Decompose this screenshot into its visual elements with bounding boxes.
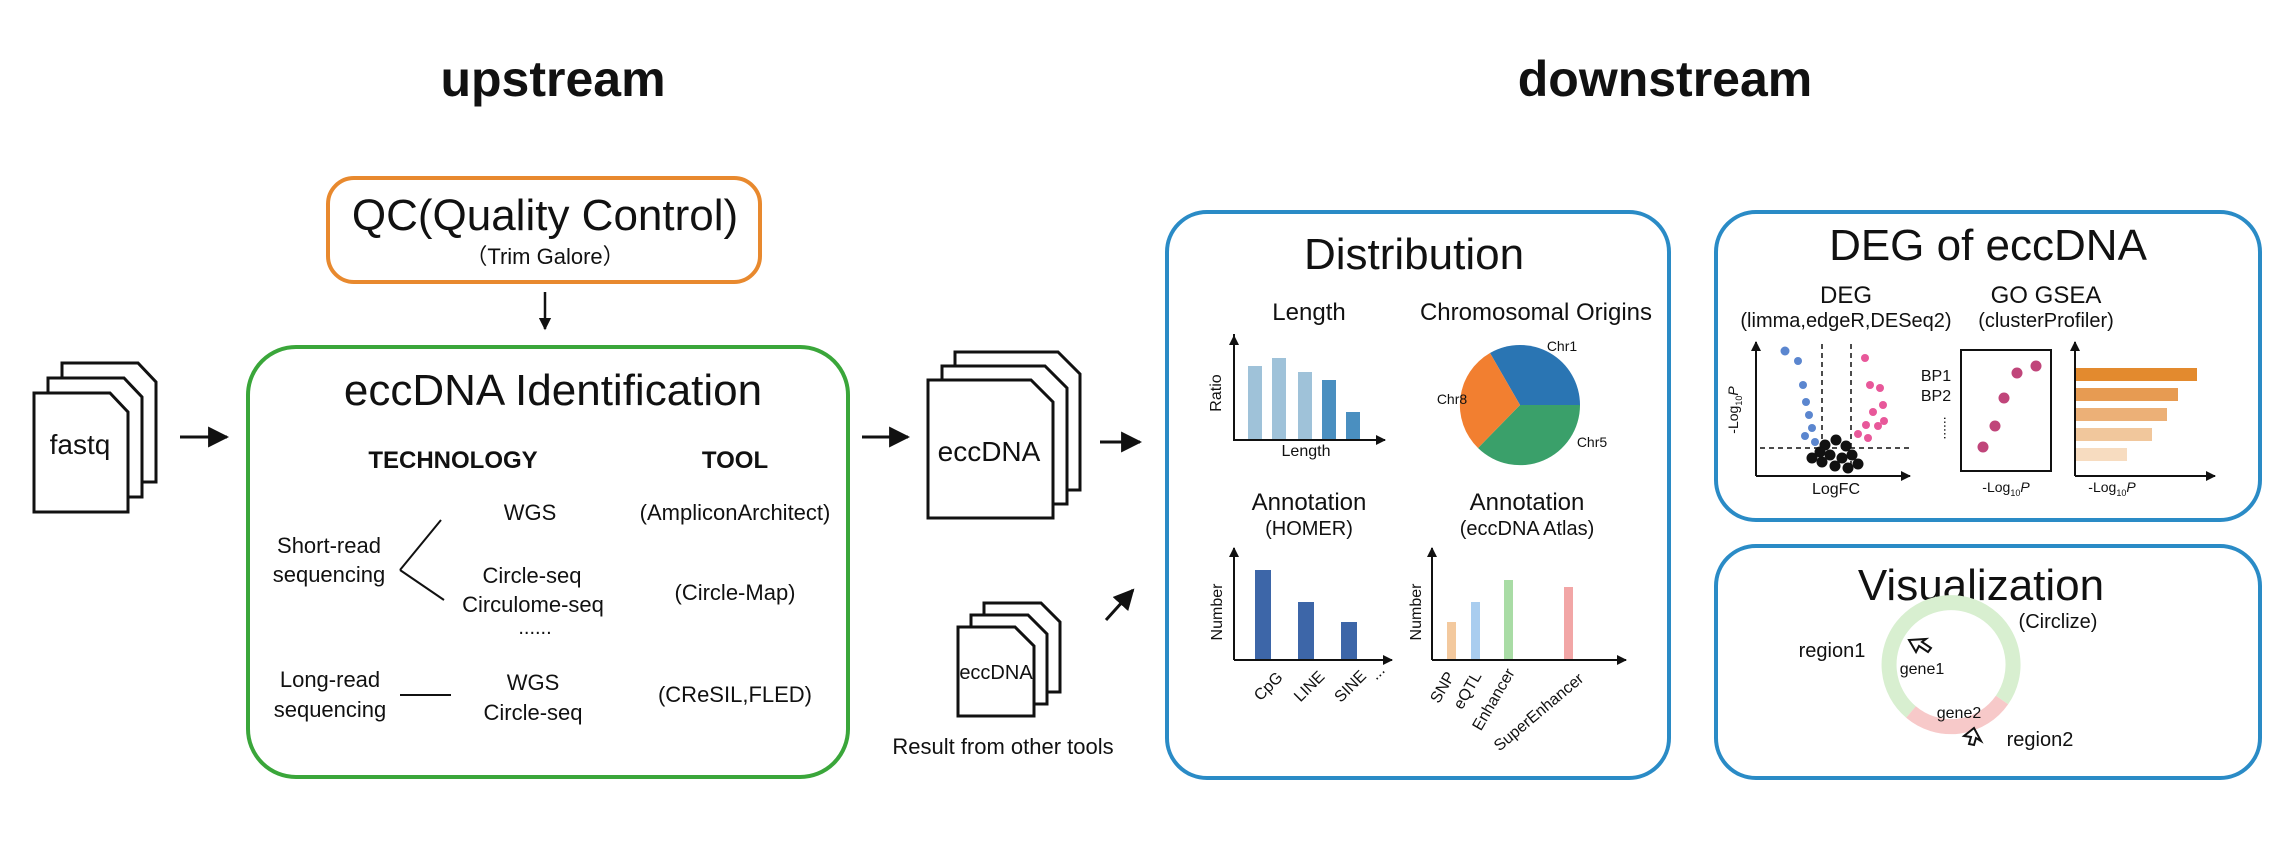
eccdna-output-label: eccDNA: [938, 436, 1041, 467]
identification-title: eccDNA Identification: [344, 366, 762, 415]
bp1-label: BP1: [1921, 368, 1951, 385]
technology-header: TECHNOLOGY: [368, 447, 537, 474]
arrow-other-tools-to-downstream: [1104, 588, 1135, 622]
long-read-label-line2: sequencing: [274, 697, 387, 722]
other-tools-eccdna-label: eccDNA: [959, 662, 1033, 684]
fastq-file-stack: [32, 361, 158, 514]
circlize-ring: [1881, 595, 2021, 735]
tech-circle-seq: Circle-seq: [482, 563, 581, 588]
gene2-label: gene2: [1937, 705, 1982, 722]
visualization-panel: [1714, 544, 2262, 780]
identification-box: [246, 345, 850, 779]
gene1-label: gene1: [1900, 661, 1945, 678]
distribution-panel: [1165, 210, 1671, 780]
pie-slice-chr8: [1459, 353, 1520, 448]
fastq-label: fastq: [50, 429, 111, 460]
other-tools-caption: Result from other tools: [892, 734, 1113, 759]
tech-wgs: WGS: [504, 500, 557, 525]
short-read-label-line1: Short-read: [277, 533, 381, 558]
svg-text:-Log10P: -Log10P: [1725, 386, 1744, 434]
go-dotplot-xlabel: -Log10P: [1982, 479, 2030, 498]
atlas-bars: [1447, 580, 1573, 660]
short-read-branch-lines: [399, 519, 445, 601]
eccdna-file-stack: [926, 350, 1082, 520]
pie-label-chr1: Chr1: [1547, 338, 1578, 354]
bp2-label: BP2: [1921, 388, 1951, 405]
tool-cresil-fled: (CReSIL,FLED): [658, 682, 812, 707]
volcano-ylabel: -Log10P: [1725, 386, 1744, 434]
chrom-origins-title: Chromosomal Origins: [1420, 299, 1652, 326]
volcano-plot: [1751, 341, 1911, 481]
tool-circle-map: (Circle-Map): [675, 580, 796, 605]
tool-header: TOOL: [702, 447, 768, 474]
deg-panel-title: DEG of eccDNA: [1829, 221, 2148, 270]
svg-text:-Log10P: -Log10P: [2088, 479, 2136, 498]
tech-more: ......: [518, 617, 551, 639]
atlas-ylabel: Number: [1408, 583, 1425, 641]
length-chart-bars: [1248, 358, 1360, 440]
short-read-label-line2: sequencing: [273, 562, 386, 587]
gsea-bars: [2075, 368, 2197, 461]
deg-title: DEG: [1820, 282, 1872, 309]
length-chart-ylabel: Ratio: [1208, 374, 1225, 411]
distribution-title: Distribution: [1304, 230, 1524, 279]
region2-label: region2: [2007, 729, 2074, 751]
tech-circulome-seq: Circulome-seq: [462, 592, 604, 617]
qc-subtitle: （Trim Galore）: [465, 244, 624, 269]
length-chart-xlabel: Length: [1282, 443, 1331, 460]
homer-title: Annotation: [1252, 489, 1367, 516]
bp-more-label: ......: [1941, 416, 1957, 439]
atlas-subtitle: (eccDNA Atlas): [1460, 518, 1594, 540]
homer-bars: [1255, 570, 1357, 660]
homer-subtitle: (HOMER): [1265, 518, 1353, 540]
pie-slice-chr5: [1478, 405, 1581, 466]
other-tools-file-stack: [956, 601, 1062, 718]
go-gsea-title: GO GSEA: [1991, 282, 2102, 309]
homer-ylabel: Number: [1209, 583, 1226, 641]
long-read-label-line1: Long-read: [280, 667, 380, 692]
qc-title: QC(Quality Control): [352, 191, 738, 240]
gsea-xlabel: -Log10P: [2088, 479, 2136, 498]
upstream-header: upstream: [440, 51, 665, 107]
visualization-subtitle: (Circlize): [2019, 611, 2098, 633]
qc-box: [326, 176, 762, 284]
atlas-title: Annotation: [1470, 489, 1585, 516]
tool-amplicon-architect: (AmpliconArchitect): [640, 500, 831, 525]
region1-label: region1: [1799, 640, 1866, 662]
go-gsea-subtitle: (clusterProfiler): [1978, 310, 2114, 332]
svg-text:-Log10P: -Log10P: [1982, 479, 2030, 498]
chrom-origins-pie: [1459, 344, 1581, 466]
gene1-arrow-icon: [1907, 637, 1933, 655]
go-dotplot-points: [1977, 360, 2042, 453]
pie-label-chr5: Chr5: [1577, 434, 1608, 450]
downstream-header: downstream: [1518, 51, 1813, 107]
volcano-xlabel: LogFC: [1812, 481, 1860, 498]
pie-label-chr8: Chr8: [1437, 391, 1468, 407]
deg-subtitle: (limma,edgeR,DESeq2): [1740, 310, 1951, 332]
length-chart-title: Length: [1272, 299, 1345, 326]
pie-slice-chr1: [1490, 344, 1580, 405]
tech-long-circle-seq: Circle-seq: [483, 700, 582, 725]
tech-long-wgs: WGS: [507, 670, 560, 695]
gene2-arrow-icon: [1961, 726, 1984, 747]
